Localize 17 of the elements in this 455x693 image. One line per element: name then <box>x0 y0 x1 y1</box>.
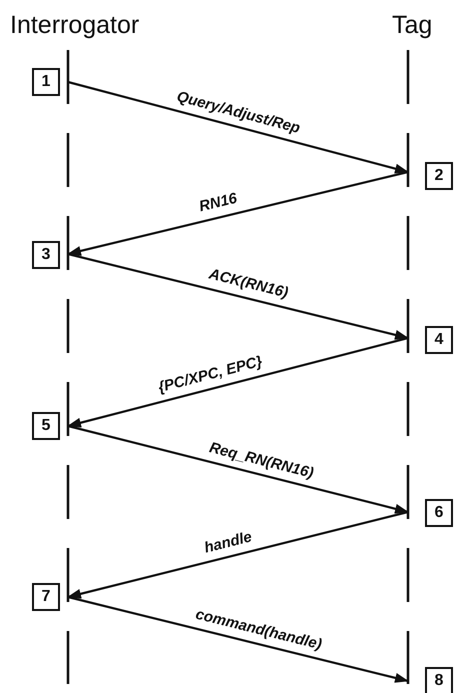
lifeline-heading: Interrogator <box>10 13 140 38</box>
step-number: 2 <box>425 162 453 190</box>
step-number: 5 <box>32 412 60 440</box>
step-number: 1 <box>32 68 60 96</box>
message-arrow <box>68 80 409 174</box>
step-number: 8 <box>425 667 453 693</box>
message-arrow <box>67 336 408 428</box>
message-arrow <box>67 510 408 599</box>
step-number: 7 <box>32 583 60 611</box>
step-number: 4 <box>425 326 453 354</box>
message-arrow <box>68 596 409 683</box>
step-number: 6 <box>425 499 453 527</box>
lifeline-heading: Tag <box>392 13 432 38</box>
message-arrow <box>68 424 409 514</box>
message-arrow <box>67 170 408 256</box>
message-arrow <box>68 252 409 340</box>
step-number: 3 <box>32 241 60 269</box>
